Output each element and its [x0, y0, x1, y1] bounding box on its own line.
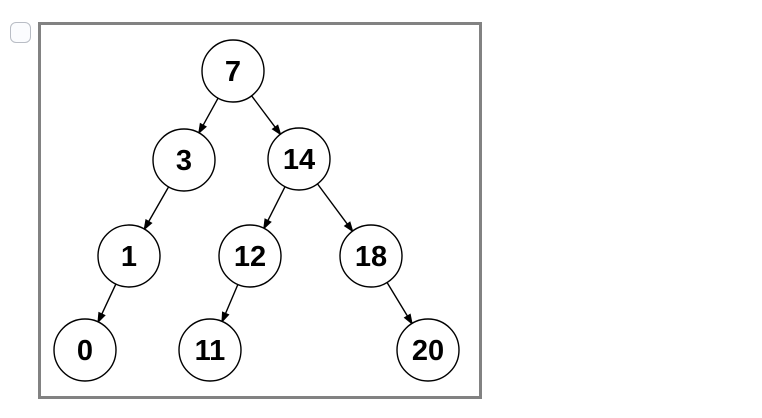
graph-node[interactable]: 18 [339, 224, 403, 288]
graph-node-label: 12 [234, 241, 266, 273]
graph-node-circle[interactable] [152, 128, 216, 192]
graph-node[interactable]: 7 [201, 39, 265, 103]
graph-node-label: 18 [355, 241, 387, 273]
graph-node-label: 7 [225, 56, 241, 88]
diagram-panel: 7 3 14 1 12 18 0 11 20 [38, 22, 482, 399]
graph-node-label: 3 [176, 145, 192, 177]
graph-node-circle[interactable] [178, 318, 242, 382]
graph-node-label: 20 [412, 335, 444, 367]
corner-checkbox[interactable] [10, 22, 31, 43]
graph-node-label: 0 [77, 335, 93, 367]
graph-edge [224, 284, 239, 315]
graph-edge [251, 95, 277, 129]
graph-edge-arrowhead [271, 124, 282, 136]
graph-node-label: 11 [195, 335, 226, 367]
graph-edge [147, 186, 170, 223]
node-layer: 7 3 14 1 12 18 0 11 20 [53, 39, 460, 382]
graph-node-circle[interactable] [97, 224, 161, 288]
graph-node[interactable]: 0 [53, 318, 117, 382]
graph-edge [202, 97, 219, 127]
graph-edge-arrowhead [221, 311, 230, 324]
graph-node[interactable]: 14 [267, 127, 331, 191]
graph-node-circle[interactable] [218, 224, 282, 288]
graph-edge-arrowhead [403, 313, 413, 326]
graph-node[interactable]: 12 [218, 224, 282, 288]
graph-edge-arrowhead [263, 218, 272, 231]
graph-edge [386, 282, 409, 318]
graph-node-circle[interactable] [201, 39, 265, 103]
graph-node-label: 1 [121, 241, 137, 273]
graph-edge-arrowhead [343, 221, 354, 233]
graph-edge [316, 183, 349, 226]
graph-node-circle[interactable] [339, 224, 403, 288]
edge-layer [97, 95, 413, 326]
graph-node-circle[interactable] [53, 318, 117, 382]
binary-tree-graph: 7 3 14 1 12 18 0 11 20 [53, 39, 460, 382]
graph-node[interactable]: 3 [152, 128, 216, 192]
graph-node-circle[interactable] [396, 318, 460, 382]
graph-edge [100, 283, 117, 315]
graph-node[interactable]: 11 [178, 318, 242, 382]
graph-edge-arrowhead [97, 311, 106, 324]
graph-edge [266, 186, 286, 222]
graph-node[interactable]: 1 [97, 224, 161, 288]
graph-edge-arrowhead [198, 122, 207, 135]
graph-node-label: 14 [283, 144, 315, 176]
graph-node[interactable]: 20 [396, 318, 460, 382]
graph-edge-arrowhead [143, 219, 153, 231]
graph-node-circle[interactable] [267, 127, 331, 191]
